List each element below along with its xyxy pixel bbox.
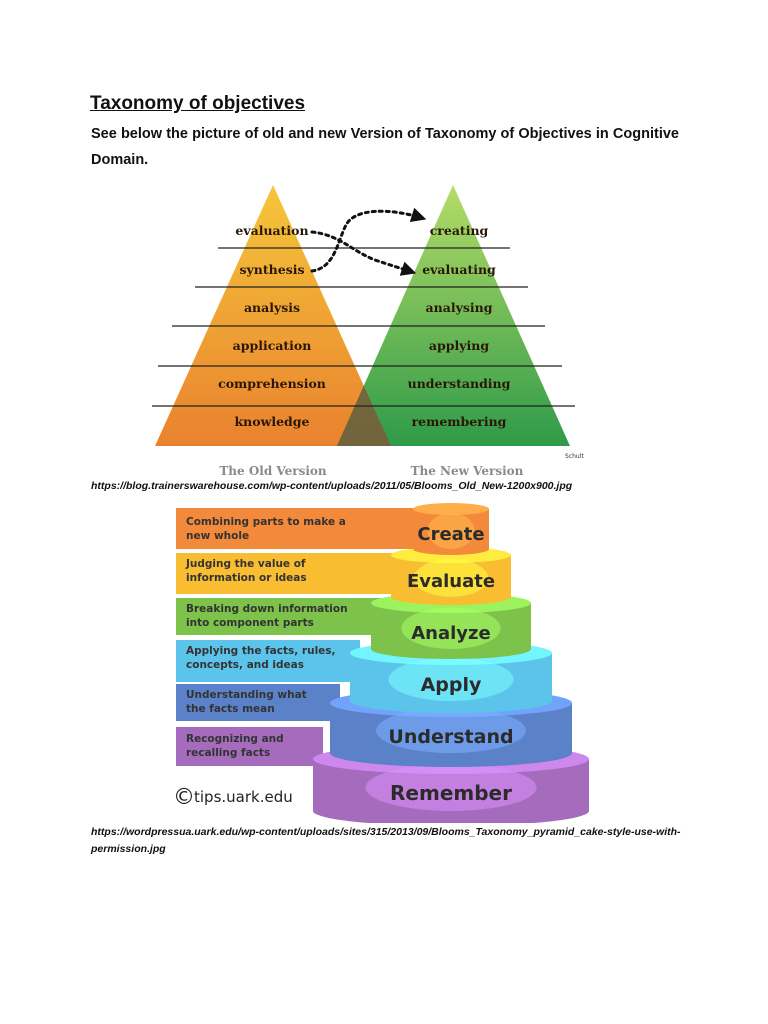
old-new-taxonomy-figure: evaluation synthesis analysis applicatio… — [152, 185, 584, 478]
intro-paragraph: See below the picture of old and new Ver… — [91, 126, 679, 168]
document-title: Taxonomy of objectives — [90, 93, 306, 114]
old-level-application: application — [233, 338, 312, 353]
tier-desc-remember-line2: recalling facts — [186, 747, 270, 759]
new-level-analysing: analysing — [426, 300, 493, 315]
tier-desc-analyze-line1: Breaking down information — [186, 603, 348, 615]
figure2-credit: © tips.uark.edu — [173, 785, 293, 810]
new-level-creating: creating — [430, 223, 489, 238]
tier-label-create: Create — [417, 524, 484, 545]
tier-desc-understand-line2: the facts mean — [186, 703, 275, 715]
tier-label-evaluate: Evaluate — [407, 571, 495, 592]
tier-band-apply — [176, 640, 360, 682]
tier-band-remember — [176, 727, 323, 766]
tier-highlight-evaluate — [413, 559, 489, 597]
tiers-labels: Create Evaluate Analyze Apply Understand… — [388, 524, 513, 805]
tier-highlight-understand — [375, 708, 527, 753]
cake-pyramid-figure: Create Evaluate Analyze Apply Understand… — [173, 503, 589, 823]
new-level-applying: applying — [429, 338, 489, 353]
new-level-evaluating: evaluating — [422, 262, 496, 277]
old-level-evaluation: evaluation — [235, 223, 308, 238]
tier-top-create — [413, 503, 489, 515]
tier-band-create — [176, 508, 416, 549]
tier-label-understand: Understand — [388, 726, 513, 748]
tier-highlight-analyze — [401, 607, 501, 649]
shift-arrows — [310, 207, 427, 276]
tier-desc-apply-line2: concepts, and ideas — [186, 659, 304, 671]
tier-band-understand — [176, 684, 340, 721]
figure2-credit-text: tips.uark.edu — [194, 788, 293, 806]
arrow-evaluation-to-evaluating — [310, 230, 417, 276]
figure1-credit: Schult — [565, 453, 584, 460]
tier-desc-understand-line1: Understanding what — [186, 689, 307, 701]
new-level-understanding: understanding — [408, 376, 511, 391]
tier-highlight-apply — [388, 657, 514, 701]
tier-band-analyze — [176, 598, 381, 635]
copyright-icon: © — [173, 785, 195, 810]
level-divider-lines — [152, 247, 575, 407]
new-level-remembering: remembering — [412, 414, 507, 429]
old-level-knowledge: knowledge — [235, 414, 310, 429]
tier-desc-analyze-line2: into component parts — [186, 617, 314, 629]
figure2-source-url[interactable]: https://wordpressua.uark.edu/wp-content/… — [91, 826, 681, 855]
tier-label-analyze: Analyze — [411, 623, 490, 644]
tier-desc-evaluate-line1: Judging the value of — [185, 558, 306, 570]
tier-desc-create-line2: new whole — [186, 530, 249, 542]
cake-tiers — [176, 503, 589, 823]
new-pyramid — [337, 185, 570, 446]
arrow-synthesis-to-creating — [310, 207, 427, 273]
new-version-caption: The New Version — [411, 464, 524, 478]
old-level-comprehension: comprehension — [218, 376, 326, 391]
tier-desc-apply-line1: Applying the facts, rules, — [186, 645, 336, 657]
tier-desc-evaluate-line2: information or ideas — [186, 572, 307, 584]
tier-desc-remember-line1: Recognizing and — [186, 733, 284, 745]
old-version-caption: The Old Version — [219, 464, 327, 478]
old-level-analysis: analysis — [244, 300, 300, 315]
tier-highlight-create — [427, 513, 475, 549]
tier-label-remember: Remember — [390, 781, 512, 805]
old-pyramid — [155, 185, 391, 446]
tier-band-evaluate — [176, 553, 401, 594]
tier-label-apply: Apply — [421, 674, 482, 696]
old-level-synthesis: synthesis — [239, 262, 304, 277]
tier-desc-create-line1: Combining parts to make a — [186, 516, 346, 528]
tier-highlight-remember — [365, 764, 537, 811]
figure1-source-url[interactable]: https://blog.trainerswarehouse.com/wp-co… — [91, 480, 573, 492]
